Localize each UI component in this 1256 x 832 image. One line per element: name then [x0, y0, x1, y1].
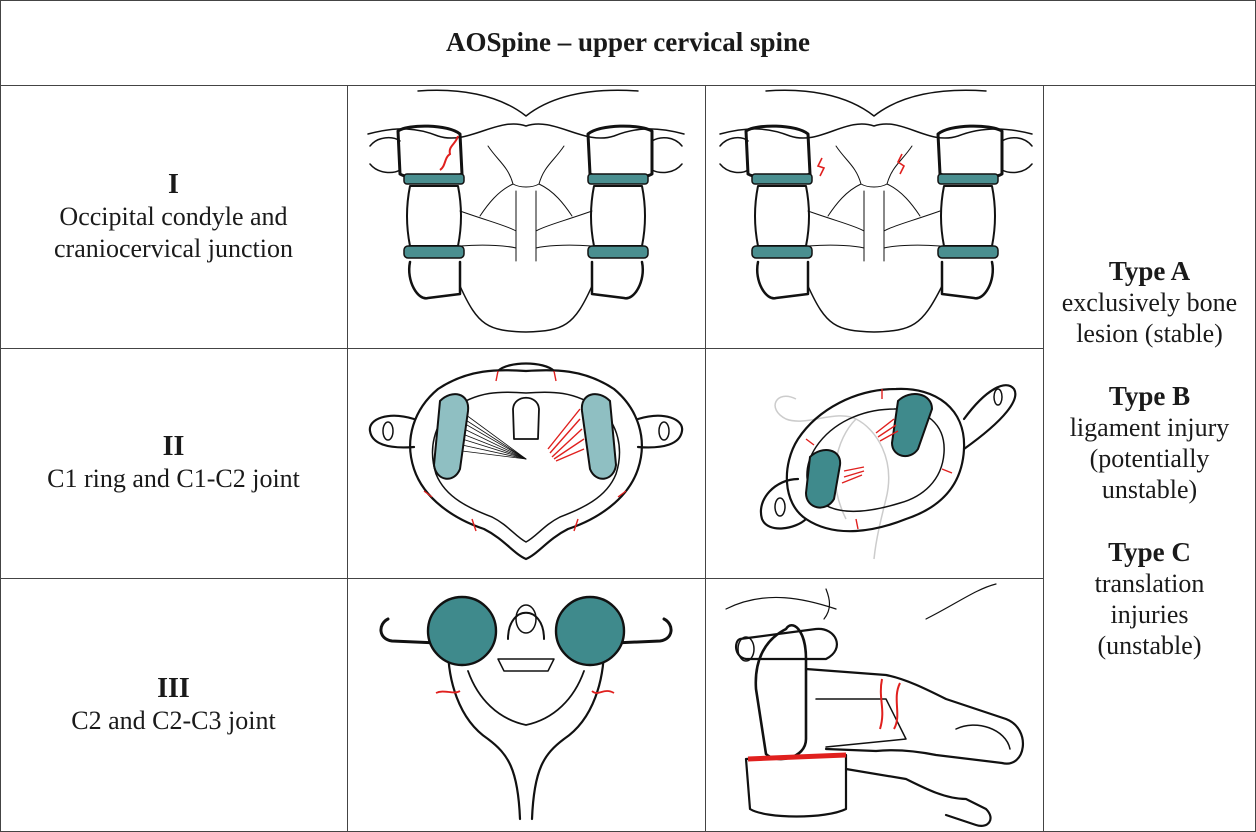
row-numeral: II — [163, 431, 185, 463]
type-name: Type C — [1065, 537, 1235, 568]
type-b: Type B ligament injury (potentially unst… — [1045, 381, 1255, 505]
type-description: ligament injury (potentially unstable) — [1045, 412, 1255, 505]
row-label-3: III C2 and C2-C3 joint — [0, 578, 347, 832]
craniocervical-junction-illustration — [706, 86, 1042, 348]
type-name: Type B — [1045, 381, 1255, 412]
injury-types-column: Type A exclusively bone lesion (stable) … — [1043, 85, 1256, 832]
type-a: Type A exclusively bone lesion (stable) — [1060, 256, 1240, 349]
c1-c2-joint-illustration — [706, 349, 1042, 578]
type-description: exclusively bone lesion (stable) — [1060, 287, 1240, 349]
type-name: Type A — [1060, 256, 1240, 287]
row-label-1: I Occipital condyle and craniocervical j… — [0, 85, 347, 348]
row-description: C2 and C2-C3 joint — [71, 705, 275, 737]
table-title: AOSpine – upper cervical spine — [0, 0, 1256, 85]
row-numeral: I — [168, 169, 179, 201]
row-description: Occipital condyle and craniocervical jun… — [24, 201, 324, 265]
type-c: Type C translation injuries (unstable) — [1065, 537, 1235, 661]
row-numeral: III — [157, 673, 190, 705]
type-description: translation injuries (unstable) — [1065, 568, 1235, 661]
row-label-2: II C1 ring and C1-C2 joint — [0, 348, 347, 578]
row-description: C1 ring and C1-C2 joint — [47, 463, 300, 495]
c1-ring-illustration — [348, 349, 704, 578]
c2-c3-joint-illustration — [706, 579, 1042, 831]
occipital-condyle-fracture-illustration — [348, 86, 704, 348]
c2-vertebra-illustration — [348, 579, 704, 831]
